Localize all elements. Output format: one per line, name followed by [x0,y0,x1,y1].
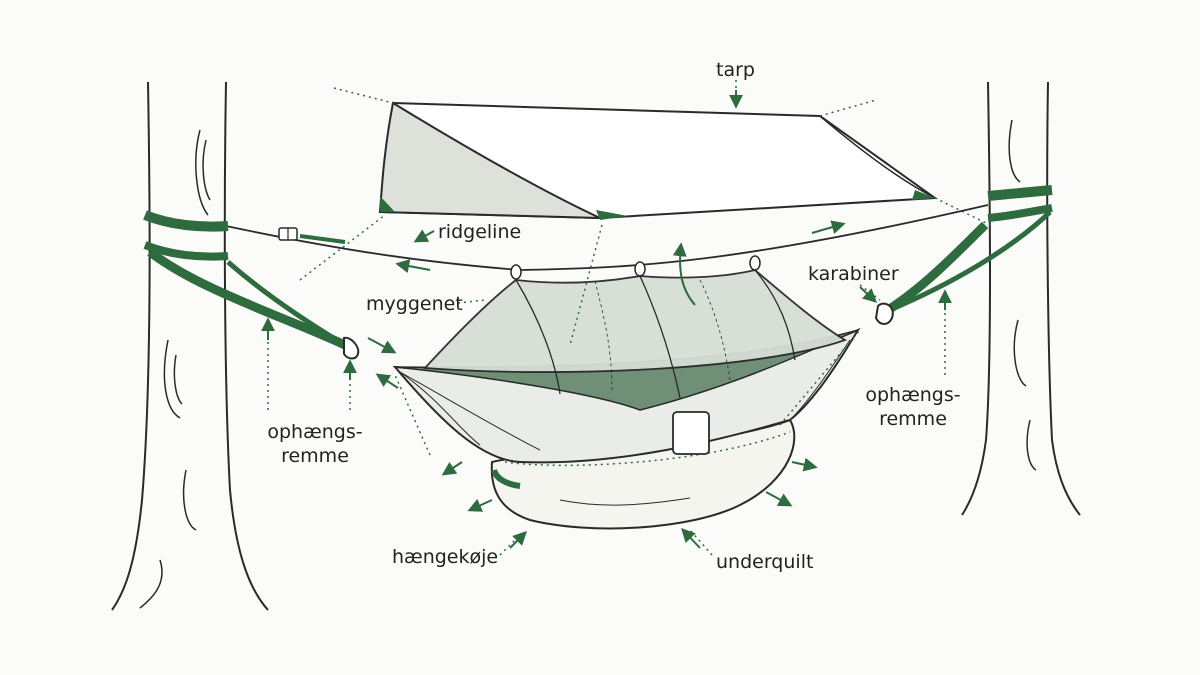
label-tarp: tarp [716,58,755,82]
carabiner-icon-left [344,338,358,359]
tarp [334,88,990,225]
label-straps-right: ophængs- remme [858,383,968,431]
tree-trunk-left [112,82,268,610]
label-straps-left-line1: ophængs- [260,420,370,444]
carabiner-icon-right [876,304,893,324]
label-ridgeline: ridgeline [438,220,521,244]
label-myggenet: myggenet [366,292,463,316]
label-straps-left: ophængs- remme [260,420,370,468]
suspension-straps-left [145,215,358,359]
tree-trunk-right [962,82,1080,515]
label-straps-right-line1: ophængs- [858,383,968,407]
label-hammock: hængekøje [392,545,498,569]
label-straps-right-line2: remme [858,407,968,431]
label-straps-left-line2: remme [260,444,370,468]
label-karabiner: karabiner [808,262,899,286]
buckle-icon [279,228,297,240]
label-underquilt: underquilt [716,550,813,574]
